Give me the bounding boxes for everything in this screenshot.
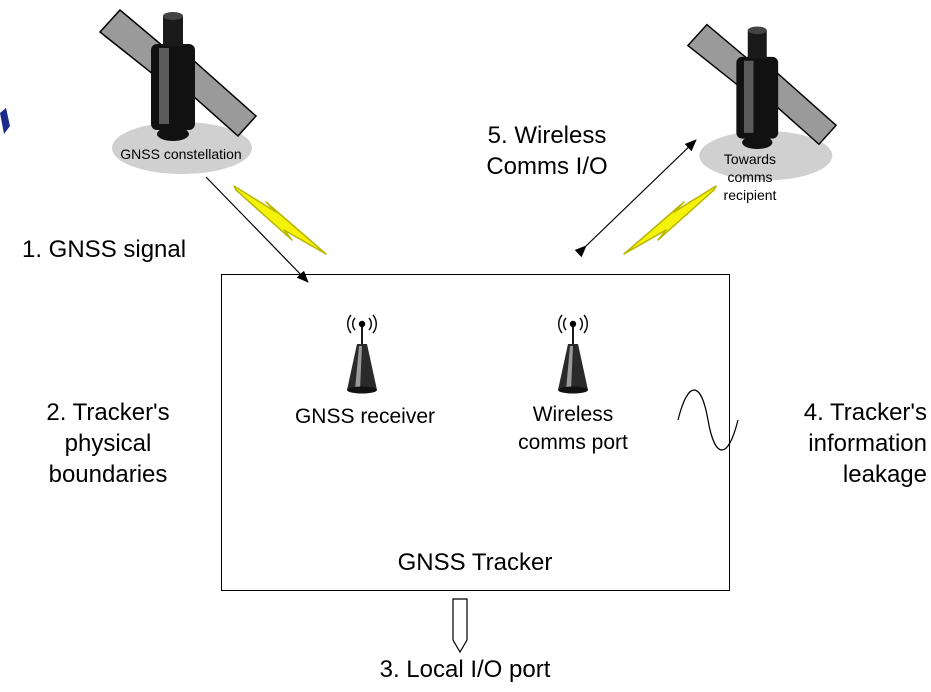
information-leakage-label: 4. Tracker's information leakage xyxy=(803,399,927,488)
gnss-signal-label: 1. GNSS signal xyxy=(22,236,187,263)
background-mark xyxy=(0,108,10,134)
gnss-signal-arrow xyxy=(205,176,309,283)
port-arrow-icon xyxy=(452,598,468,654)
tracker-boundary xyxy=(221,274,730,591)
wireless-port-label: Wireless comms port xyxy=(518,403,628,454)
sine-wave-icon xyxy=(677,389,739,451)
wireless-comms-arrow xyxy=(574,139,697,258)
tracker-title: GNSS Tracker xyxy=(397,549,553,576)
wireless-io-label: 5. Wireless Comms I/O xyxy=(486,122,608,180)
local-io-label: 3. Local I/O port xyxy=(379,656,551,683)
physical-boundaries-label: 2. Tracker's physical boundaries xyxy=(46,399,170,488)
towards-recipient-label: Towards comms recipient xyxy=(723,151,777,203)
gnss-constellation-label: GNSS constellation xyxy=(120,146,242,162)
gnss-receiver-label: GNSS receiver xyxy=(294,405,436,428)
